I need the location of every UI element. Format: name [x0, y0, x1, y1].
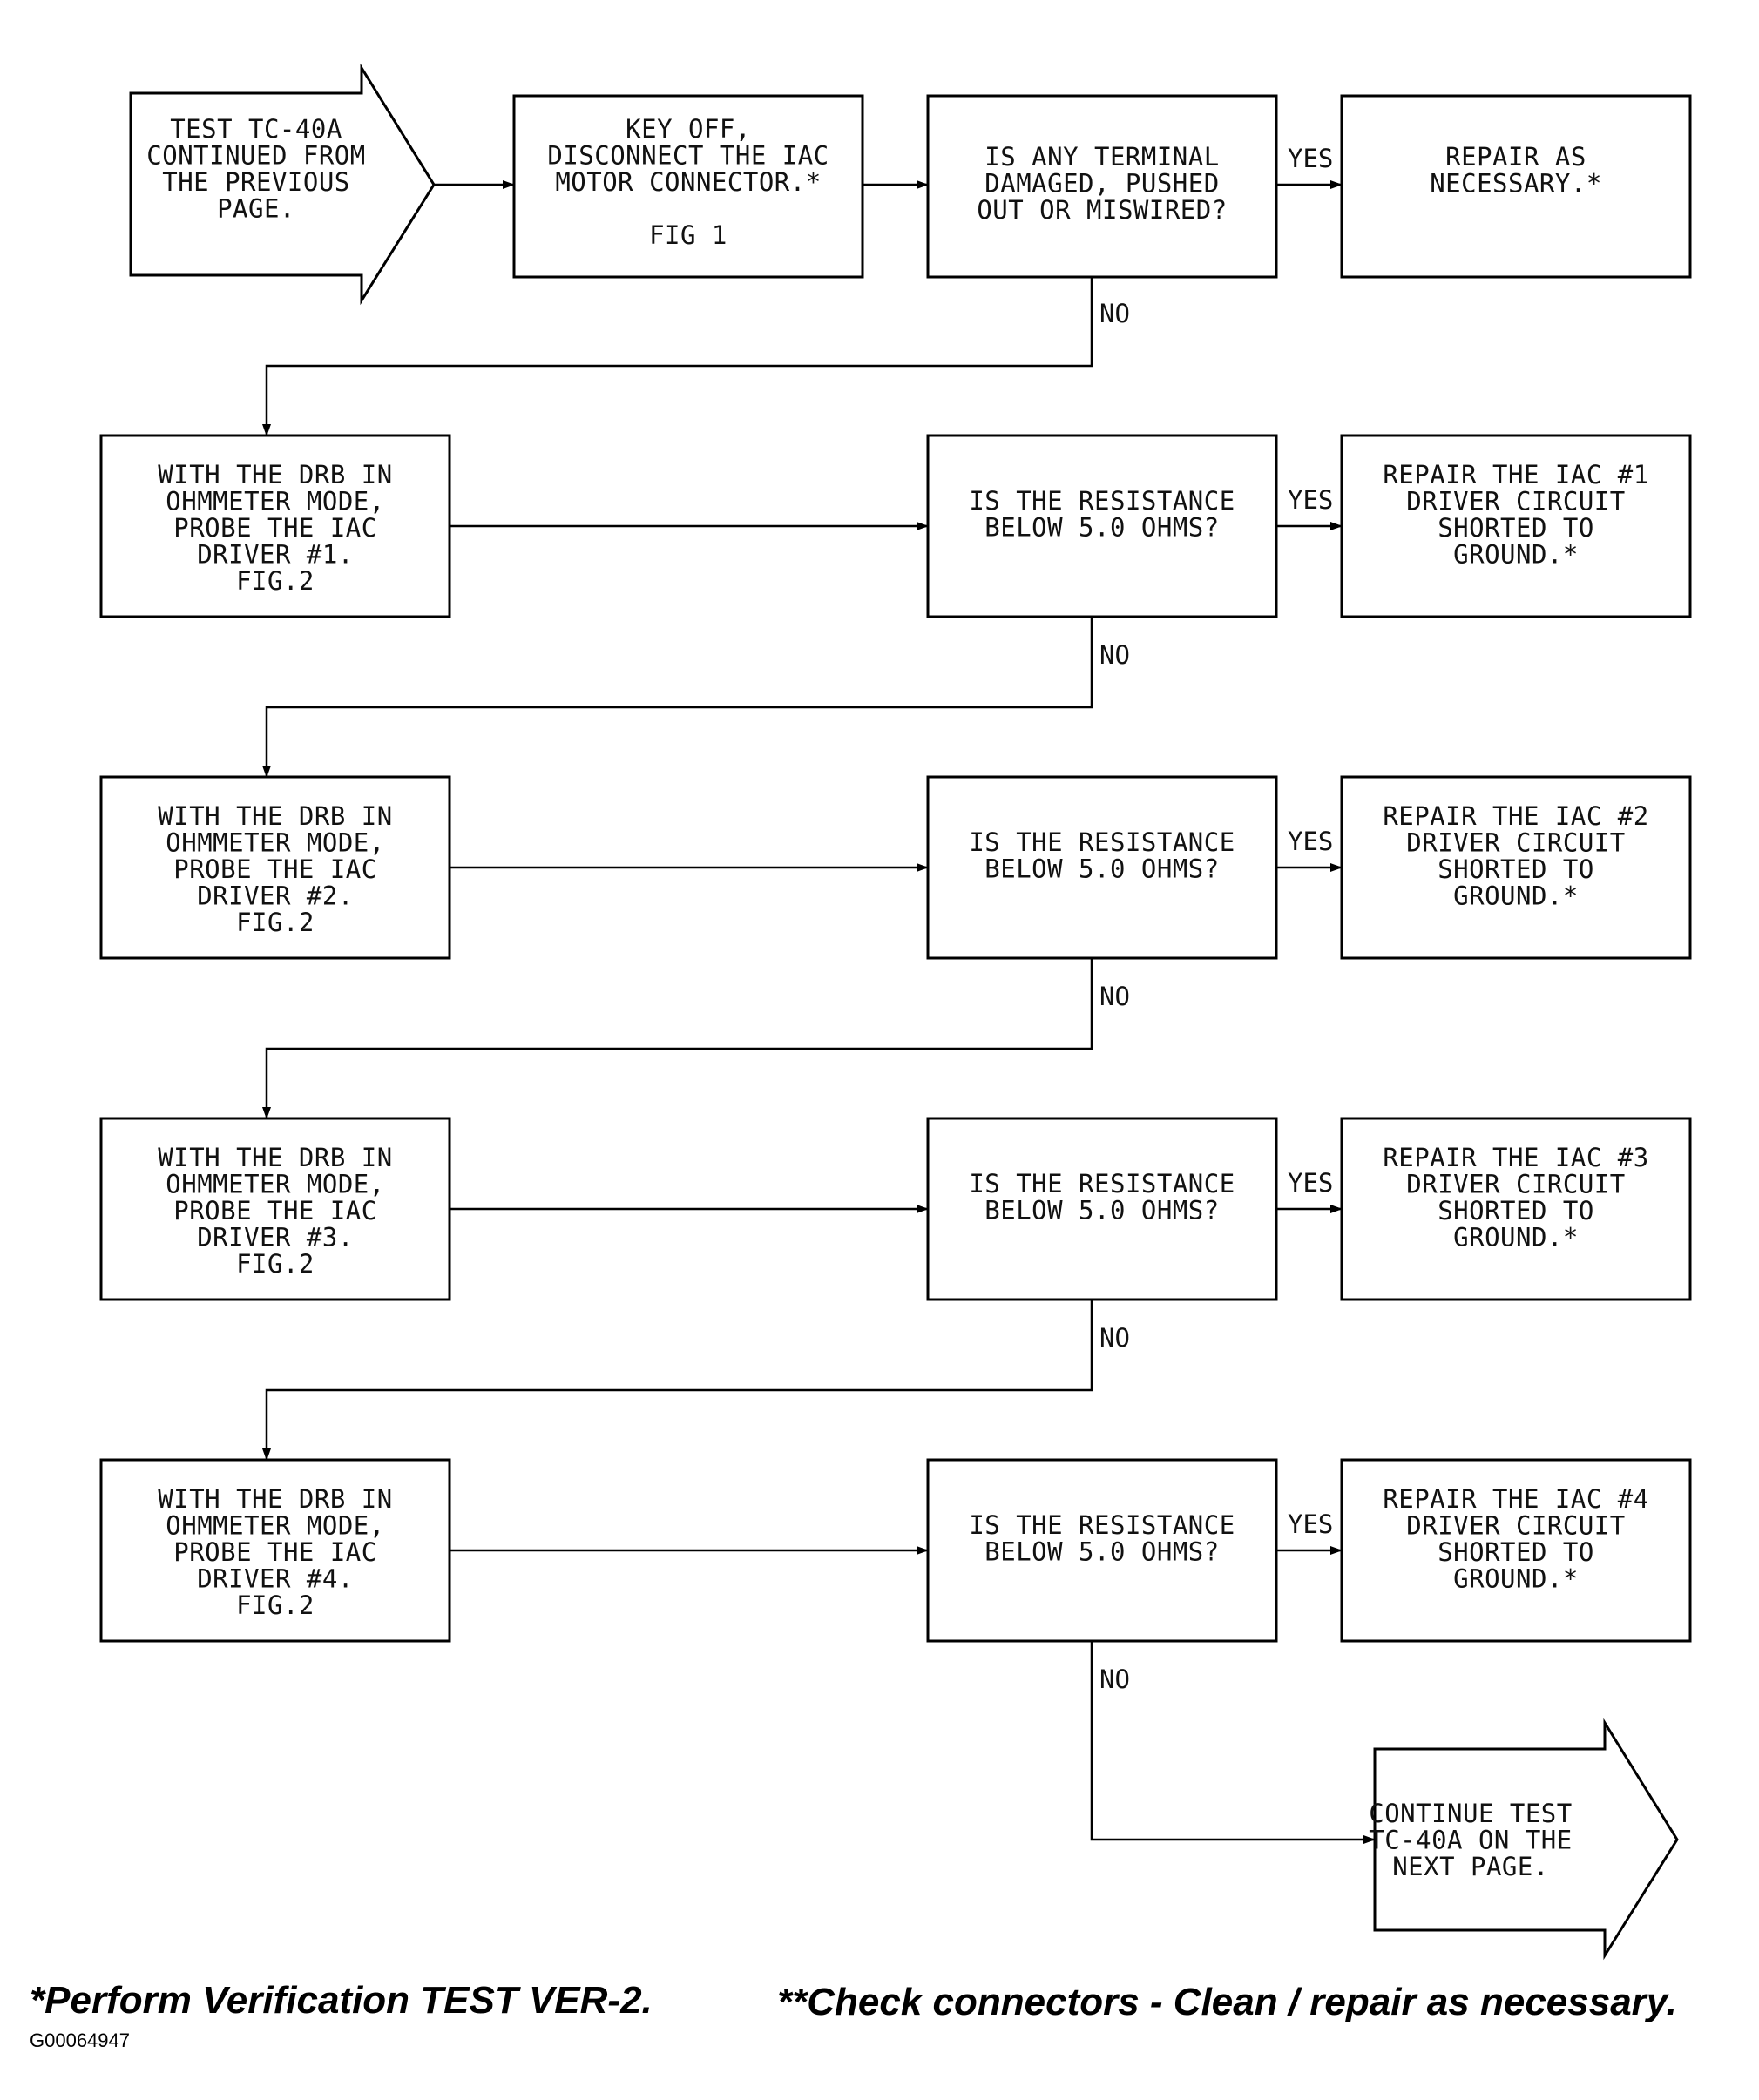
connector-q2-p2 [262, 617, 1093, 778]
node-text-line: DRIVER #4. [197, 1564, 354, 1594]
node-text-line: FIG.2 [236, 1249, 315, 1279]
node-text-line: SHORTED TO [1438, 854, 1594, 884]
node-text-line: REPAIR THE IAC #2 [1383, 801, 1648, 831]
node-text-line: MOTOR CONNECTOR.* [555, 167, 821, 197]
node-text-line: DRIVER #1. [197, 540, 354, 570]
node-text-line: WITH THE DRB IN [158, 460, 392, 490]
start-arrow-shape [129, 63, 436, 306]
yes-label-4: YES [1288, 1168, 1333, 1198]
connector-q5-end [1090, 1641, 1376, 1844]
yes-label-3: YES [1288, 827, 1333, 856]
node-text-line: GROUND.* [1453, 1564, 1579, 1594]
node-text-line: NEXT PAGE. [1392, 1852, 1549, 1881]
node-text-line: DRIVER CIRCUIT [1406, 487, 1625, 517]
connector-q3-p3 [262, 958, 1093, 1119]
node-text-line: IS THE RESISTANCE [969, 1169, 1235, 1199]
node-text-line: IS THE RESISTANCE [969, 486, 1235, 516]
node-text-line: OHMMETER MODE, [166, 828, 384, 858]
footnote-connectors: **Check connectors - Clean / repair as n… [777, 1981, 1677, 2023]
node-text-line: IS ANY TERMINAL [984, 142, 1219, 172]
node-text-line: BELOW 5.0 OHMS? [984, 1196, 1219, 1226]
node-text-line: SHORTED TO [1438, 1537, 1594, 1567]
connector-q4-p4 [262, 1300, 1093, 1461]
image-id: G00064947 [30, 2029, 130, 2051]
node-text-line: DISCONNECT THE IAC [547, 141, 829, 171]
node-text-line: FIG.2 [236, 566, 315, 596]
node-text-line: DRIVER CIRCUIT [1406, 1511, 1625, 1541]
node-text-line: PAGE. [217, 194, 295, 224]
node-text-line: PROBE THE IAC [173, 1196, 376, 1226]
node-text-line: BELOW 5.0 OHMS? [984, 1537, 1219, 1567]
node-text-line: IS THE RESISTANCE [969, 827, 1235, 857]
node-text-line: BELOW 5.0 OHMS? [984, 513, 1219, 543]
no-label-1: NO [1099, 299, 1130, 328]
node-text-line: CONTINUED FROM [146, 141, 365, 171]
node-text-line: GROUND.* [1453, 1223, 1579, 1253]
node-text-line: PROBE THE IAC [173, 1537, 376, 1567]
yes-label-2: YES [1288, 485, 1333, 515]
node-text-line: SHORTED TO [1438, 513, 1594, 543]
node-text-line: DRIVER CIRCUIT [1406, 828, 1625, 858]
node-text-line: OHMMETER MODE, [166, 1170, 384, 1199]
node-text-line: OHMMETER MODE, [166, 1511, 384, 1541]
node-text-line: TEST TC-40A [170, 114, 342, 144]
node-text-line: OHMMETER MODE, [166, 487, 384, 517]
connector-q1-p1 [262, 277, 1093, 436]
node-text-line: WITH THE DRB IN [158, 1143, 392, 1172]
node-text-line: THE PREVIOUS [162, 167, 350, 197]
node-text-line: TC-40A ON THE [1369, 1826, 1572, 1855]
footnote-verification: *Perform Verification TEST VER-2. [30, 1979, 653, 2022]
node-text-line: GROUND.* [1453, 540, 1579, 570]
node-text-line: DRIVER CIRCUIT [1406, 1170, 1625, 1199]
yes-label-1: YES [1288, 144, 1333, 173]
end-arrow-shape [1373, 1718, 1679, 1961]
node-text-line: REPAIR THE IAC #4 [1383, 1484, 1648, 1514]
no-label-4: NO [1099, 1323, 1130, 1353]
node-text-line: DRIVER #3. [197, 1223, 354, 1253]
node-text-line: PROBE THE IAC [173, 513, 376, 543]
node-text-line: FIG.2 [236, 908, 315, 937]
node-text-line: OUT OR MISWIRED? [977, 195, 1227, 225]
node-text-line: DAMAGED, PUSHED [984, 169, 1219, 199]
node-text-line: REPAIR THE IAC #1 [1383, 460, 1648, 490]
no-label-3: NO [1099, 982, 1130, 1011]
node-text-line: DRIVER #2. [197, 881, 354, 911]
node-text-line: REPAIR THE IAC #3 [1383, 1143, 1648, 1172]
node-text-line: CONTINUE TEST [1369, 1799, 1572, 1828]
node-text-line: NECESSARY.* [1430, 169, 1602, 199]
node-text-line: FIG 1 [649, 220, 727, 250]
no-label-5: NO [1099, 1664, 1130, 1694]
node-text-line: SHORTED TO [1438, 1196, 1594, 1226]
no-label-2: NO [1099, 640, 1130, 670]
node-text-line: REPAIR AS [1445, 142, 1586, 172]
node-text-line: KEY OFF, [626, 114, 751, 144]
node-text-line: GROUND.* [1453, 881, 1579, 911]
node-text-line: WITH THE DRB IN [158, 1484, 392, 1514]
node-text-line: BELOW 5.0 OHMS? [984, 854, 1219, 884]
node-text-line: IS THE RESISTANCE [969, 1510, 1235, 1540]
yes-label-5: YES [1288, 1509, 1333, 1539]
node-text-line: PROBE THE IAC [173, 854, 376, 884]
node-text-line: WITH THE DRB IN [158, 801, 392, 831]
node-text-line: FIG.2 [236, 1590, 315, 1620]
